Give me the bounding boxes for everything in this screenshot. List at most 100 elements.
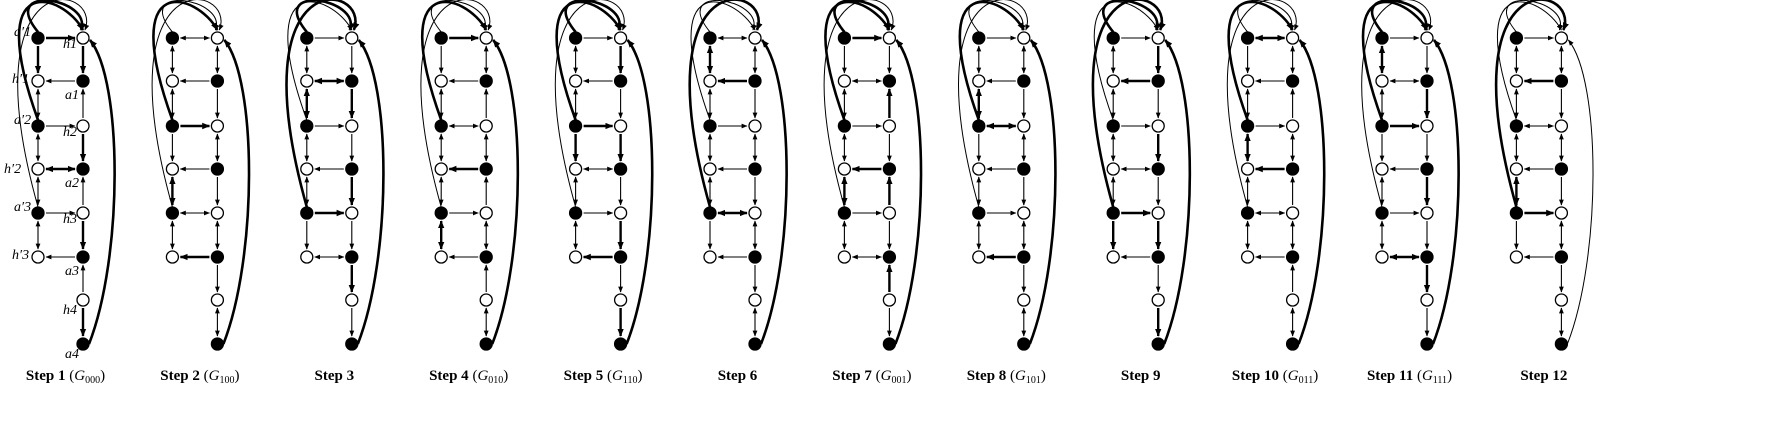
node-h1 bbox=[1554, 31, 1569, 45]
step-caption: Step 1 (G000) bbox=[26, 368, 105, 386]
a4-return-arc bbox=[1162, 39, 1192, 345]
node-a4 bbox=[748, 337, 762, 351]
node-a2p bbox=[1240, 119, 1255, 133]
node-a2p bbox=[972, 119, 986, 133]
node-h4 bbox=[1017, 293, 1031, 307]
node-a4 bbox=[882, 337, 897, 351]
return-arc-middle bbox=[1093, 1, 1159, 121]
node-a4 bbox=[479, 337, 493, 351]
step-panel: Step 8 (G101) bbox=[958, 0, 1057, 386]
a4-return-arc bbox=[625, 39, 654, 345]
node-h2 bbox=[76, 119, 90, 133]
step-caption: Step 12 bbox=[1520, 368, 1567, 384]
node-a2 bbox=[479, 162, 493, 176]
return-arc-short bbox=[27, 0, 87, 33]
step-title: Step 1 bbox=[26, 368, 66, 384]
node-a3p bbox=[1106, 206, 1120, 220]
node-a3p bbox=[568, 206, 583, 220]
a4-return-arc bbox=[1566, 39, 1594, 345]
node-a3p bbox=[300, 206, 314, 220]
node-label-a2: a2 bbox=[65, 176, 79, 191]
node-h4 bbox=[210, 293, 225, 307]
step-caption: Step 9 bbox=[1121, 368, 1161, 384]
return-arc-short bbox=[564, 0, 625, 33]
node-a2p bbox=[703, 119, 717, 133]
graph-subscript: 000 bbox=[85, 375, 100, 386]
a4-return-arc bbox=[356, 39, 385, 345]
graph-subscript: 001 bbox=[891, 375, 906, 386]
node-h4 bbox=[613, 293, 628, 307]
node-a2 bbox=[748, 162, 762, 176]
node-h3p bbox=[31, 250, 45, 264]
node-h2 bbox=[1017, 119, 1031, 133]
graph-subscript: 100 bbox=[219, 375, 234, 386]
step-panel: Step 12 bbox=[1494, 0, 1594, 384]
node-a1p bbox=[703, 31, 717, 45]
node-a4 bbox=[345, 337, 359, 351]
step-caption: Step 6 bbox=[718, 368, 758, 384]
node-a1p bbox=[434, 31, 448, 45]
step-panel: Step 6 bbox=[688, 0, 788, 384]
node-a1 bbox=[613, 74, 628, 88]
node-a4 bbox=[1017, 337, 1031, 351]
node-a3 bbox=[345, 250, 359, 264]
node-h4 bbox=[882, 293, 897, 307]
return-arc-long bbox=[958, 0, 1030, 208]
return-arc-long bbox=[688, 0, 763, 208]
node-h4 bbox=[479, 293, 493, 307]
node-h3p bbox=[434, 250, 448, 264]
graph-name: G bbox=[881, 368, 892, 384]
graph-name: G bbox=[612, 368, 623, 384]
node-h3 bbox=[210, 206, 225, 220]
graph-subscript: 101 bbox=[1026, 375, 1041, 386]
node-a2p bbox=[31, 119, 45, 133]
node-a1 bbox=[748, 74, 762, 88]
return-arc-middle bbox=[555, 0, 622, 121]
node-label-a4: a4 bbox=[65, 347, 79, 362]
return-arc-short bbox=[968, 0, 1026, 33]
node-a2 bbox=[1151, 162, 1165, 176]
node-h2p bbox=[165, 162, 180, 176]
return-arc-middle bbox=[152, 0, 219, 121]
node-a3 bbox=[1554, 250, 1569, 264]
node-a1p bbox=[568, 31, 583, 45]
return-arc-long bbox=[1494, 0, 1569, 208]
node-a3p bbox=[703, 206, 717, 220]
node-h1 bbox=[345, 31, 359, 45]
return-arc-long bbox=[420, 0, 493, 208]
step-title: Step 2 bbox=[160, 368, 200, 384]
graph-name: G bbox=[1422, 368, 1433, 384]
node-a2 bbox=[1285, 162, 1300, 176]
node-a3 bbox=[479, 250, 493, 264]
node-h4 bbox=[748, 293, 762, 307]
node-a1 bbox=[1017, 74, 1031, 88]
graph-subscript: 110 bbox=[623, 375, 638, 386]
step-panel: Step 3 bbox=[285, 0, 385, 384]
node-h1 bbox=[1420, 31, 1434, 45]
node-h4 bbox=[76, 293, 90, 307]
return-arc-short bbox=[1506, 0, 1564, 33]
node-h3 bbox=[1554, 206, 1569, 220]
return-arc-short bbox=[431, 0, 489, 33]
node-label-a3p: a′3 bbox=[14, 200, 31, 215]
node-h1p bbox=[972, 74, 986, 88]
node-a3p bbox=[1509, 206, 1524, 220]
node-a3p bbox=[837, 206, 852, 220]
node-a3p bbox=[1375, 206, 1389, 220]
node-h2p bbox=[1509, 162, 1524, 176]
node-h3p bbox=[300, 250, 314, 264]
step-panel: Step 9 bbox=[1091, 0, 1192, 384]
node-h3 bbox=[1285, 206, 1300, 220]
node-a3 bbox=[1151, 250, 1165, 264]
node-h3 bbox=[613, 206, 628, 220]
return-arc-middle bbox=[958, 0, 1025, 121]
node-a2p bbox=[1375, 119, 1389, 133]
node-label-h2p: h′2 bbox=[4, 162, 21, 177]
node-a2p bbox=[434, 119, 448, 133]
node-h3p bbox=[568, 250, 583, 264]
return-arc-long bbox=[554, 0, 627, 208]
node-a1p bbox=[31, 31, 45, 45]
node-a3 bbox=[210, 250, 225, 264]
